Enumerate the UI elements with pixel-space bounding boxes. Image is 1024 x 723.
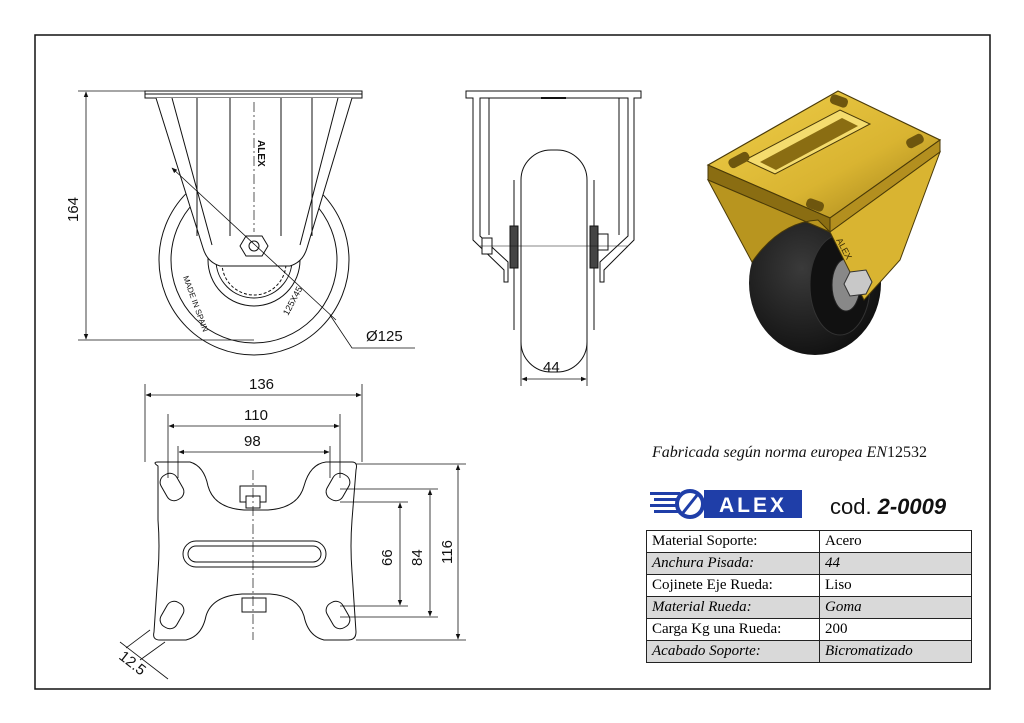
- spec-row: Acabado Soporte:Bicromatizado: [646, 640, 972, 663]
- dim-98-label: 98: [244, 433, 261, 450]
- spec-label: Carga Kg una Rueda:: [646, 618, 820, 641]
- spec-value: 44: [819, 552, 972, 575]
- caster-3d-render: ALEX: [706, 90, 942, 355]
- dim-84-label: 84: [409, 549, 426, 566]
- dim-diameter-label: Ø125: [366, 328, 403, 345]
- dim-116-label: 116: [439, 540, 456, 564]
- dim-66-label: 66: [379, 549, 396, 566]
- top-view-dimensions: 136 110 98 66 84 116 12.5: [116, 376, 466, 680]
- spec-row: Cojinete Eje Rueda:Liso: [646, 574, 972, 597]
- spec-table: Material Soporte:Acero Anchura Pisada:44…: [646, 530, 972, 663]
- fork-logo-text: ALEX: [255, 140, 266, 167]
- spec-row: Carga Kg una Rueda:200: [646, 618, 972, 641]
- spec-value: 200: [819, 618, 972, 641]
- dim-diameter: Ø125: [171, 167, 415, 349]
- standard-code: 12532: [886, 444, 927, 461]
- dim-12-5-label: 12.5: [116, 648, 149, 679]
- front-view: [465, 90, 642, 373]
- spec-row: Material Soporte:Acero: [646, 530, 972, 553]
- spec-row: Anchura Pisada:44: [646, 552, 972, 575]
- dim-tread-label: 44: [543, 359, 560, 376]
- spec-label: Anchura Pisada:: [646, 552, 820, 575]
- spec-label: Material Soporte:: [646, 530, 820, 553]
- spec-label: Acabado Soporte:: [646, 640, 820, 663]
- product-code-label: cod.: [830, 494, 872, 519]
- sheet-border: [34, 34, 991, 690]
- spec-value: Acero: [819, 530, 972, 553]
- spec-value: Bicromatizado: [819, 640, 972, 663]
- dim-110-label: 110: [244, 407, 268, 424]
- dim-136-label: 136: [249, 376, 274, 393]
- product-code-value: 2-0009: [877, 494, 947, 519]
- spec-value: Liso: [819, 574, 972, 597]
- side-view: ALEX MADE IN SPAIN 125X45: [144, 90, 363, 356]
- dim-height-label: 164: [65, 197, 82, 222]
- dim-tread: 44: [520, 330, 588, 386]
- spec-value: Goma: [819, 596, 972, 619]
- spec-label: Material Rueda:: [646, 596, 820, 619]
- logo-wordmark: ALEX: [719, 494, 787, 517]
- dim-height: 164: [65, 90, 254, 341]
- standard-note-text: Fabricada según norma europea EN: [652, 444, 887, 461]
- top-view: [153, 461, 357, 641]
- spec-row: Material Rueda:Goma: [646, 596, 972, 619]
- alex-logo: ALEX: [650, 489, 802, 519]
- spec-label: Cojinete Eje Rueda:: [646, 574, 820, 597]
- standard-note: Fabricada según norma europea EN12532: [652, 444, 927, 462]
- product-code: cod.2-0009: [830, 494, 946, 520]
